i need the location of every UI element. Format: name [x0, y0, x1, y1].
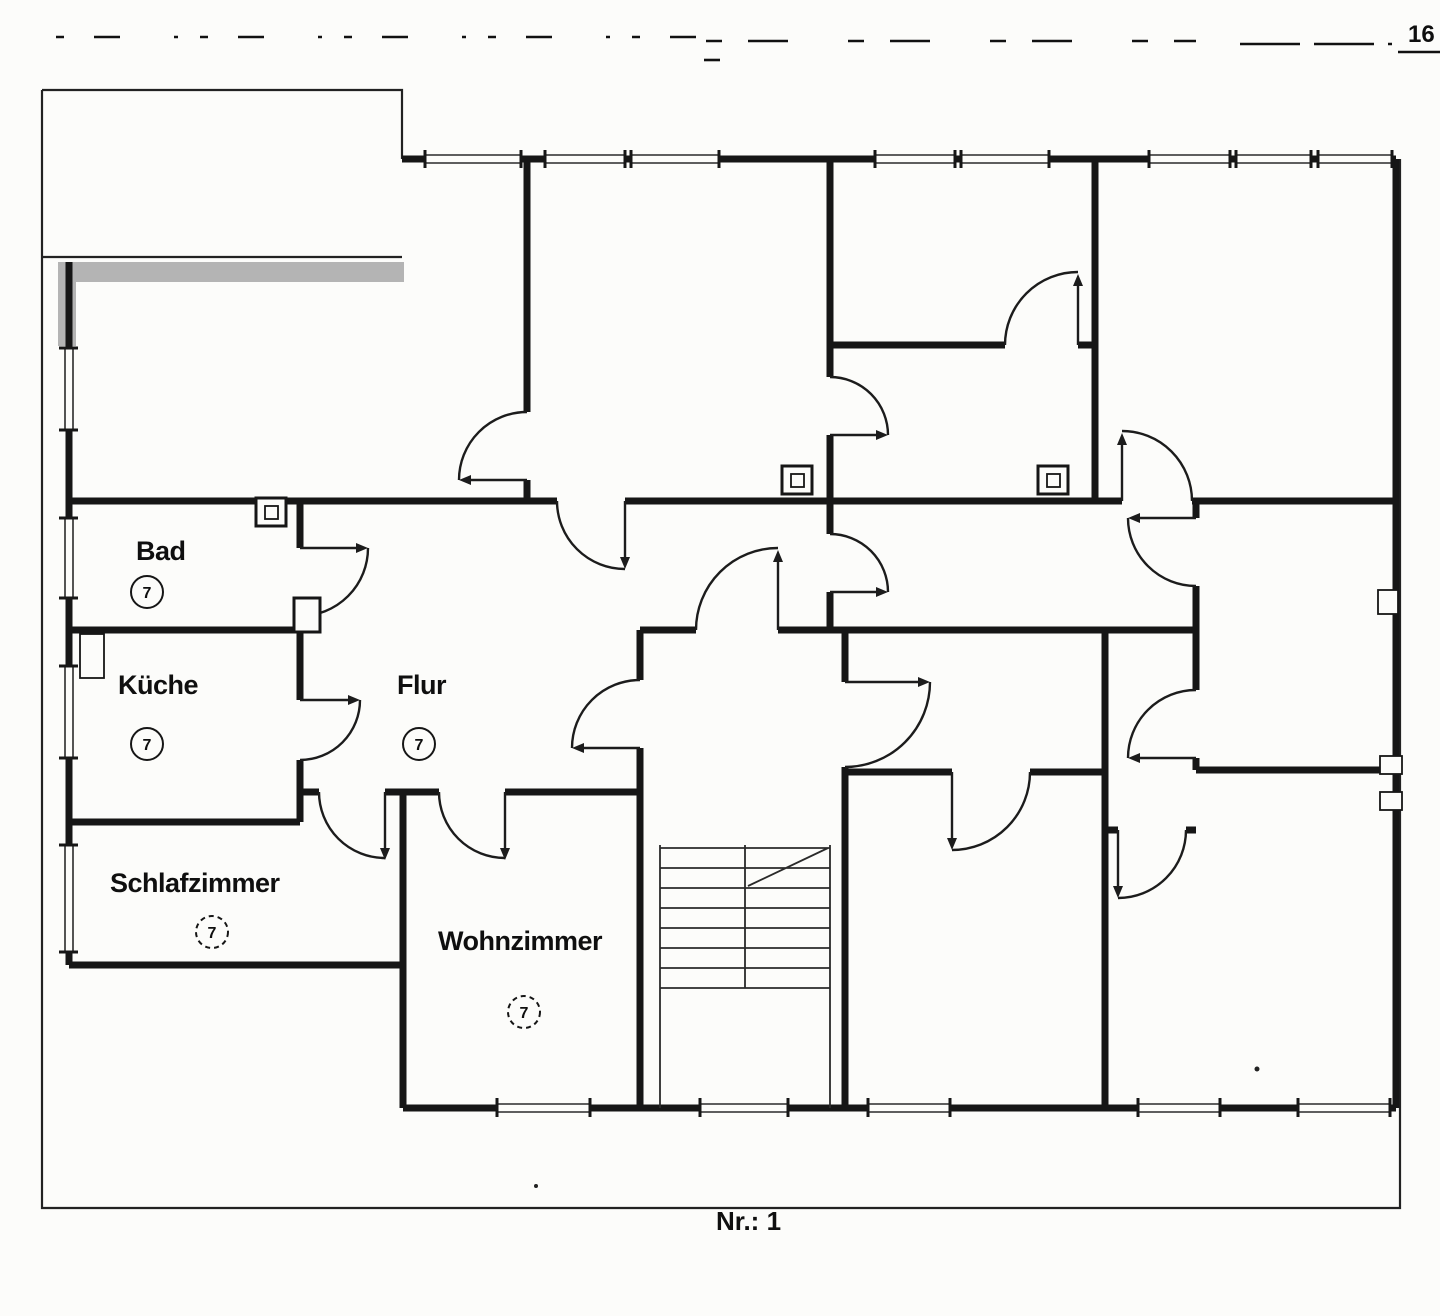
windows-left: [59, 346, 78, 954]
walls: [65, 155, 1400, 1112]
staircase: [659, 845, 831, 1108]
windows-top: [423, 150, 1394, 168]
sheet-corner-number: 16: [1408, 21, 1435, 48]
room-mark-flur: 7: [415, 737, 424, 754]
outer-outline: [40, 88, 1402, 1210]
room-labels: Bad Küche Flur Schlafzimmer Wohnzimmer: [110, 536, 604, 956]
fixtures: [79, 464, 1403, 811]
room-mark-schlafzimmer: 7: [208, 925, 217, 942]
room-label-bad: Bad: [136, 536, 186, 566]
scan-artifact-line: [56, 35, 1440, 1188]
room-label-wohnzimmer: Wohnzimmer: [438, 926, 603, 956]
doors: [299, 270, 1197, 900]
room-label-kueche: Küche: [118, 670, 199, 700]
room-label-flur: Flur: [397, 670, 447, 700]
room-marks: 7 7 7 7 7: [130, 575, 541, 1029]
windows-bottom: [495, 1098, 1392, 1117]
room-label-schlafzimmer: Schlafzimmer: [110, 868, 281, 898]
room-mark-wohnzimmer: 7: [520, 1005, 529, 1022]
shaded-wall: [58, 262, 404, 346]
room-mark-kueche: 7: [143, 737, 152, 754]
room-mark-bad: 7: [143, 585, 152, 602]
plan-number: Nr.: 1: [716, 1206, 781, 1236]
